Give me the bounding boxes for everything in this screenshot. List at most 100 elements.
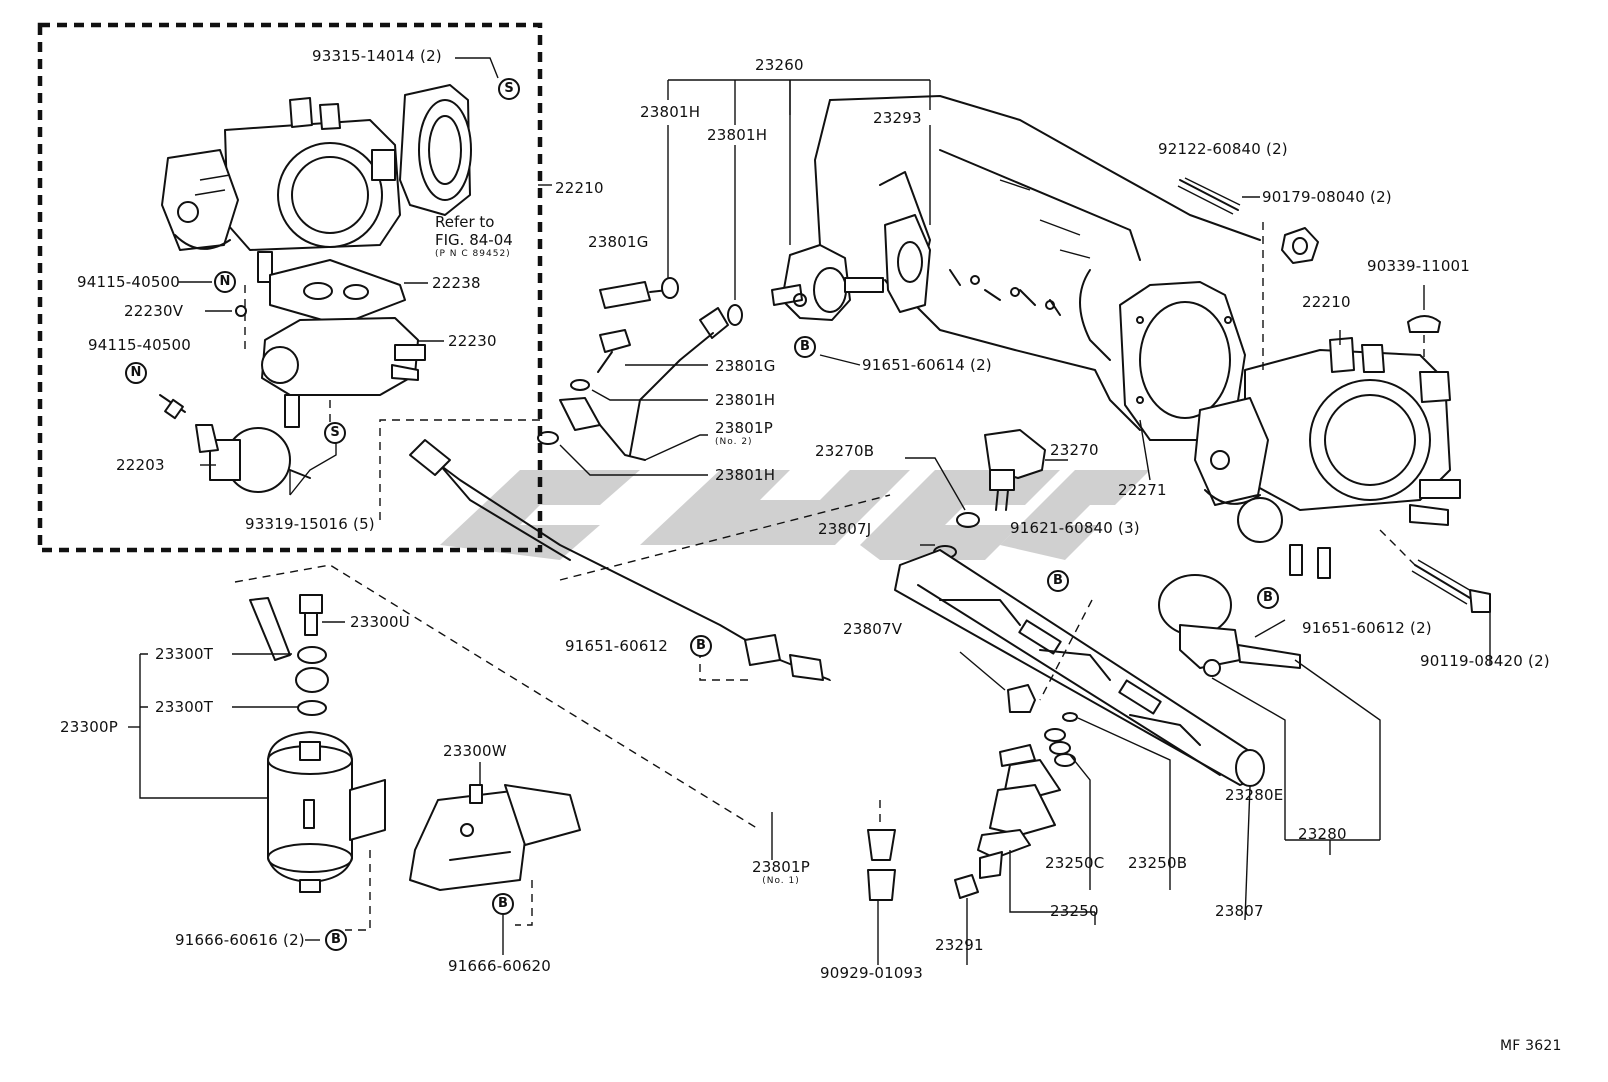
label-23300P: 23300P: [60, 718, 118, 736]
leaders-pipe: [559, 364, 708, 476]
bolt-90119: [1411, 559, 1491, 613]
label-23801H-d: 23801H: [715, 466, 776, 484]
symbol-b: B: [1257, 587, 1279, 609]
label-90929-01093: 90929-01093: [820, 964, 924, 982]
label-23280: 23280: [1298, 825, 1347, 843]
label-23300T-a: 23300T: [155, 645, 214, 663]
insulator-23807V: [1007, 684, 1036, 713]
label-91651-60612-b: 91651-60612 (2): [1302, 619, 1432, 637]
label-23801P-no2-code: 23801P: [715, 419, 773, 437]
fuel-filter-23300: [249, 594, 386, 893]
label-23260: 23260: [755, 56, 804, 74]
label-94115-40500-a: 94115-40500: [77, 273, 181, 291]
label-23291: 23291: [935, 936, 984, 954]
leaders-23260: [667, 79, 931, 300]
clamp-90929: [867, 829, 896, 901]
throttle-body-right: [1194, 337, 1461, 579]
pressure-regulator-23280: [1158, 574, 1301, 677]
stud-92122: [1179, 179, 1239, 211]
label-23801G-b: 23801G: [715, 357, 776, 375]
label-92122-60840: 92122-60840 (2): [1158, 140, 1288, 158]
reference-line-2: FIG. 84-04: [435, 231, 513, 249]
label-91651-60614: 91651-60614 (2): [862, 356, 992, 374]
label-23807: 23807: [1215, 902, 1264, 920]
label-90339-11001: 90339-11001: [1367, 257, 1471, 275]
bracket-23300W: [409, 784, 581, 891]
throttle-body-left: [161, 97, 401, 283]
gasket-22238: [269, 259, 406, 326]
symbol-b: B: [690, 635, 712, 657]
symbol-b: B: [325, 929, 347, 951]
watermark: [440, 470, 1150, 560]
label-90119-08420: 90119-08420 (2): [1420, 652, 1550, 670]
label-23293: 23293: [873, 109, 922, 127]
nut-90179: [1281, 227, 1319, 264]
leaders-injector: [966, 717, 1171, 965]
leaders-filter: [128, 621, 345, 941]
label-23270: 23270: [1050, 441, 1099, 459]
symbol-s: S: [498, 78, 520, 100]
insulator-23291: [954, 874, 979, 899]
label-22271: 22271: [1118, 481, 1167, 499]
label-23801H-a: 23801H: [640, 103, 701, 121]
reference-line-1: Refer to: [435, 213, 495, 231]
label-22210-right: 22210: [1302, 293, 1351, 311]
label-23801G-a: 23801G: [588, 233, 649, 251]
air-valve-22230: [261, 317, 426, 428]
plug-90339: [1407, 315, 1441, 333]
label-93319-15016: 93319-15016 (5): [245, 515, 375, 533]
reference-note: Refer to FIG. 84-04 (P N C 89452): [435, 213, 513, 259]
label-23801H-b: 23801H: [707, 126, 768, 144]
o-ring-23250C: [1044, 728, 1076, 767]
label-91666-60620: 91666-60620: [448, 957, 552, 975]
label-23801P-no2-sub: (No. 2): [715, 437, 753, 447]
label-23801P-no1-sub: (No. 1): [762, 876, 800, 886]
label-23250: 23250: [1050, 902, 1099, 920]
spacer-part: [399, 84, 472, 216]
label-90179-08040: 90179-08040 (2): [1262, 188, 1392, 206]
injector-23250: [977, 744, 1061, 879]
label-22203: 22203: [116, 456, 165, 474]
symbol-n: N: [125, 362, 147, 384]
label-23280E: 23280E: [1225, 786, 1284, 804]
fuel-pipe-23801: [537, 277, 743, 461]
symbol-b: B: [492, 893, 514, 915]
symbol-b: B: [1047, 570, 1069, 592]
label-23300T-b: 23300T: [155, 698, 214, 716]
label-23801P-no1-code: 23801P: [752, 858, 810, 876]
label-23250C: 23250C: [1045, 854, 1105, 872]
fuel-hose-23801P-No1: [409, 439, 917, 797]
label-22230V: 22230V: [124, 302, 184, 320]
label-23801P-no2: 23801P (No. 2): [715, 419, 773, 448]
label-23300W: 23300W: [443, 742, 507, 760]
gasket-22271: [1119, 281, 1246, 441]
label-22230: 22230: [448, 332, 497, 350]
reference-pnc: (P N C 89452): [435, 249, 511, 259]
label-23270B: 23270B: [815, 442, 875, 460]
pulsation-damper-23293: [771, 244, 884, 321]
leaders-left: [178, 57, 552, 496]
label-23807V: 23807V: [843, 620, 903, 638]
throttle-assembly-frame: [37, 22, 543, 553]
delivery-pipe-23807: [894, 549, 1265, 787]
figure-code: MF 3621: [1500, 1038, 1562, 1054]
label-23801P-no1: 23801P (No. 1): [752, 858, 810, 887]
actuator-22203: [159, 394, 311, 493]
label-23807J: 23807J: [818, 520, 872, 538]
symbol-b: B: [794, 336, 816, 358]
label-91666-60616: 91666-60616 (2): [175, 931, 305, 949]
intake-manifold: [814, 95, 1261, 431]
label-91621-60840: 91621-60840 (3): [1010, 519, 1140, 537]
label-22238: 22238: [432, 274, 481, 292]
pulsation-damper-23270: [984, 429, 1046, 511]
symbol-s: S: [324, 422, 346, 444]
label-94115-40500-b: 94115-40500: [88, 336, 192, 354]
label-23801H-c: 23801H: [715, 391, 776, 409]
label-91651-60612-a: 91651-60612: [565, 637, 669, 655]
label-22210-box: 22210: [555, 179, 604, 197]
label-23300U: 23300U: [350, 613, 410, 631]
label-23250B: 23250B: [1128, 854, 1188, 872]
label-93315-14014: 93315-14014 (2): [312, 47, 442, 65]
